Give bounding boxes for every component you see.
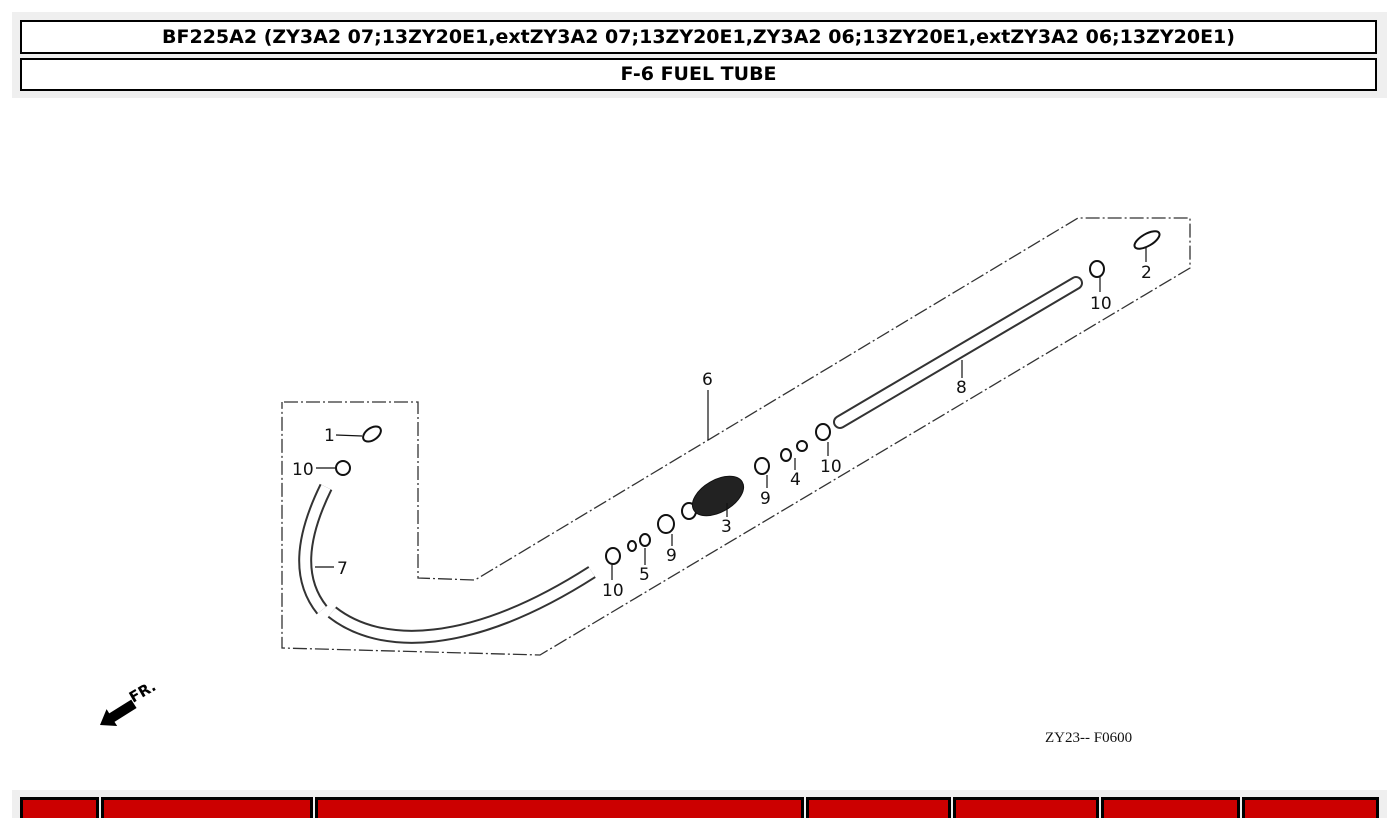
table-header-cell (1101, 797, 1240, 818)
callout-1[interactable]: 1 (324, 426, 335, 446)
section-title: F-6 FUEL TUBE (20, 58, 1377, 91)
callout-10[interactable]: 10 (1090, 294, 1112, 314)
assembly-boundary (281, 217, 1191, 656)
part-1-fitting (362, 425, 382, 443)
table-header-cell (806, 797, 951, 818)
front-arrow-icon (100, 699, 137, 727)
exploded-parts-diagram: 1 2 3 4 5 6 7 8 9 9 10 10 10 10 FR. ZY23… (100, 217, 1191, 746)
table-header-cell (1242, 797, 1379, 818)
callout-9[interactable]: 9 (666, 546, 677, 566)
table-header-cell (101, 797, 313, 818)
table-header-cell (20, 797, 99, 818)
callout-2[interactable]: 2 (1141, 263, 1152, 283)
callout-4[interactable]: 4 (790, 470, 801, 490)
part-2-fitting (1133, 230, 1161, 250)
callout-5[interactable]: 5 (639, 565, 650, 585)
callout-10[interactable]: 10 (602, 581, 624, 601)
callout-3[interactable]: 3 (721, 517, 732, 537)
table-header-cell (315, 797, 804, 818)
callout-10[interactable]: 10 (292, 460, 314, 480)
callout-8[interactable]: 8 (956, 378, 967, 398)
part-3-primer-bulb (691, 475, 745, 517)
figure-code: ZY23-- F0600 (1045, 730, 1132, 746)
callout-10[interactable]: 10 (820, 457, 842, 477)
callout-6[interactable]: 6 (702, 370, 713, 390)
model-title: BF225A2 (ZY3A2 07;13ZY20E1,extZY3A2 07;1… (20, 20, 1377, 54)
callout-7[interactable]: 7 (337, 559, 348, 579)
callout-9[interactable]: 9 (760, 489, 771, 509)
table-header-cell (953, 797, 1099, 818)
